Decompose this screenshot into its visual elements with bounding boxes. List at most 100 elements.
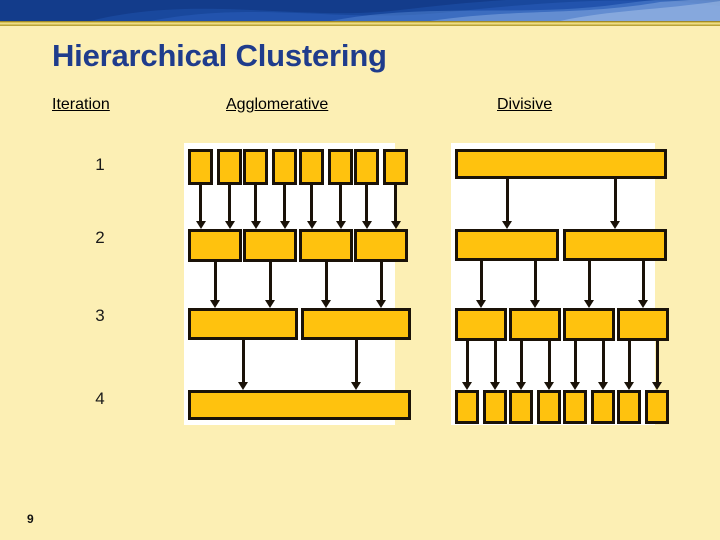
banner-gold-rule <box>0 21 720 25</box>
divisive-arrow-line-r2-4 <box>641 261 645 300</box>
divisive-arrow-head-r3-8 <box>652 382 662 390</box>
divisive-arrow-head-r2-1 <box>476 300 486 308</box>
agglomerative-arrow-line-r1-1 <box>199 185 202 221</box>
banner-band <box>0 0 720 21</box>
divisive-arrow-line-r2-2 <box>533 261 537 300</box>
agglomerative-cluster-box-r1-7 <box>354 149 379 185</box>
divisive-arrow-line-r1-1 <box>505 179 509 221</box>
column-header-iteration: Iteration <box>52 96 110 113</box>
iteration-label-3: 3 <box>95 306 105 325</box>
agglomerative-arrow-line-r1-2 <box>228 185 231 221</box>
banner-gold-rule-shadow <box>0 25 720 26</box>
agglomerative-cluster-box-r3-2 <box>301 308 411 340</box>
divisive-arrow-head-r3-3 <box>516 382 526 390</box>
agglomerative-cluster-box-r1-6 <box>328 149 353 185</box>
iteration-label-2: 2 <box>95 228 105 247</box>
divisive-arrow-head-r1-2 <box>610 221 620 229</box>
agglomerative-arrow-head-r1-1 <box>195 221 206 229</box>
agglomerative-arrow-head-r2-4 <box>376 300 386 308</box>
agglomerative-diagram <box>184 143 411 425</box>
divisive-arrow-head-r3-1 <box>462 382 472 390</box>
agglomerative-cluster-box-r3-1 <box>188 308 298 340</box>
divisive-arrow-head-r3-7 <box>624 382 634 390</box>
divisive-cluster-box-r3-2 <box>509 308 561 341</box>
divisive-cluster-box-r4-4 <box>537 390 561 424</box>
agglomerative-cluster-box-r1-3 <box>243 149 268 185</box>
agglomerative-arrow-line-r2-1 <box>213 262 217 300</box>
agglomerative-arrow-line-r2-4 <box>379 262 383 300</box>
divisive-arrow-head-r1-1 <box>502 221 512 229</box>
divisive-arrow-head-r3-5 <box>570 382 580 390</box>
agglomerative-arrow-head-r2-1 <box>210 300 220 308</box>
agglomerative-arrow-head-r3-1 <box>238 382 248 390</box>
iteration-label-4: 4 <box>95 389 105 408</box>
divisive-cluster-box-r4-5 <box>563 390 587 424</box>
divisive-diagram <box>451 143 669 425</box>
divisive-cluster-box-r3-1 <box>455 308 507 341</box>
agglomerative-arrow-line-r1-5 <box>310 185 313 221</box>
agglomerative-cluster-box-r1-2 <box>217 149 242 185</box>
agglomerative-cluster-box-r2-2 <box>243 229 297 262</box>
agglomerative-arrow-head-r1-7 <box>361 221 372 229</box>
column-header-divisive: Divisive <box>497 96 553 113</box>
agglomerative-arrow-line-r1-3 <box>254 185 257 221</box>
agglomerative-arrow-head-r1-2 <box>224 221 235 229</box>
divisive-arrow-line-r3-2 <box>493 341 497 382</box>
slide-number: 9 <box>27 512 34 526</box>
agglomerative-arrow-line-r1-6 <box>339 185 342 221</box>
agglomerative-arrow-line-r1-4 <box>283 185 286 221</box>
divisive-cluster-box-r4-8 <box>645 390 669 424</box>
divisive-arrow-line-r3-8 <box>655 341 659 382</box>
slide-banner <box>0 0 720 26</box>
agglomerative-arrow-line-r2-3 <box>324 262 328 300</box>
agglomerative-cluster-box-r2-1 <box>188 229 242 262</box>
agglomerative-cluster-box-r4-1 <box>188 390 411 420</box>
agglomerative-arrow-head-r2-2 <box>265 300 275 308</box>
agglomerative-arrow-line-r3-1 <box>241 340 245 382</box>
divisive-arrow-head-r3-4 <box>544 382 554 390</box>
agglomerative-cluster-box-r1-1 <box>188 149 213 185</box>
divisive-cluster-box-r3-4 <box>617 308 669 341</box>
agglomerative-arrow-line-r1-7 <box>365 185 368 221</box>
agglomerative-cluster-box-r1-5 <box>299 149 324 185</box>
divisive-cluster-box-r4-3 <box>509 390 533 424</box>
agglomerative-arrow-head-r2-3 <box>321 300 331 308</box>
divisive-arrow-line-r1-2 <box>613 179 617 221</box>
agglomerative-cluster-box-r2-3 <box>299 229 353 262</box>
divisive-arrow-line-r3-5 <box>573 341 577 382</box>
agglomerative-cluster-box-r1-4 <box>272 149 297 185</box>
agglomerative-arrow-line-r1-8 <box>394 185 397 221</box>
divisive-arrow-line-r3-3 <box>519 341 523 382</box>
divisive-arrow-line-r3-6 <box>601 341 605 382</box>
divisive-arrow-head-r3-2 <box>490 382 500 390</box>
divisive-cluster-box-r1-1 <box>455 149 667 179</box>
divisive-cluster-box-r4-7 <box>617 390 641 424</box>
divisive-arrow-head-r2-3 <box>584 300 594 308</box>
iteration-label-1: 1 <box>95 155 105 174</box>
divisive-cluster-box-r4-2 <box>483 390 507 424</box>
divisive-arrow-line-r2-3 <box>587 261 591 300</box>
divisive-arrow-head-r2-2 <box>530 300 540 308</box>
agglomerative-arrow-head-r1-6 <box>335 221 346 229</box>
divisive-arrow-head-r3-6 <box>598 382 608 390</box>
divisive-arrow-line-r3-7 <box>627 341 631 382</box>
banner-wave-decoration <box>90 0 720 21</box>
agglomerative-arrow-head-r1-4 <box>279 221 290 229</box>
agglomerative-arrow-line-r3-2 <box>354 340 358 382</box>
page-title: Hierarchical Clustering <box>52 38 387 73</box>
divisive-arrow-line-r2-1 <box>479 261 483 300</box>
agglomerative-arrow-head-r1-8 <box>390 221 401 229</box>
divisive-cluster-box-r3-3 <box>563 308 615 341</box>
agglomerative-arrow-head-r1-3 <box>250 221 261 229</box>
agglomerative-arrow-head-r1-5 <box>306 221 317 229</box>
agglomerative-cluster-box-r2-4 <box>354 229 408 262</box>
column-header-agglomerative: Agglomerative <box>226 96 329 113</box>
divisive-cluster-box-r4-1 <box>455 390 479 424</box>
divisive-cluster-box-r2-1 <box>455 229 559 261</box>
divisive-cluster-box-r2-2 <box>563 229 667 261</box>
divisive-cluster-box-r4-6 <box>591 390 615 424</box>
divisive-arrow-head-r2-4 <box>638 300 648 308</box>
agglomerative-arrow-line-r2-2 <box>268 262 272 300</box>
agglomerative-arrow-head-r3-2 <box>351 382 361 390</box>
agglomerative-cluster-box-r1-8 <box>383 149 408 185</box>
